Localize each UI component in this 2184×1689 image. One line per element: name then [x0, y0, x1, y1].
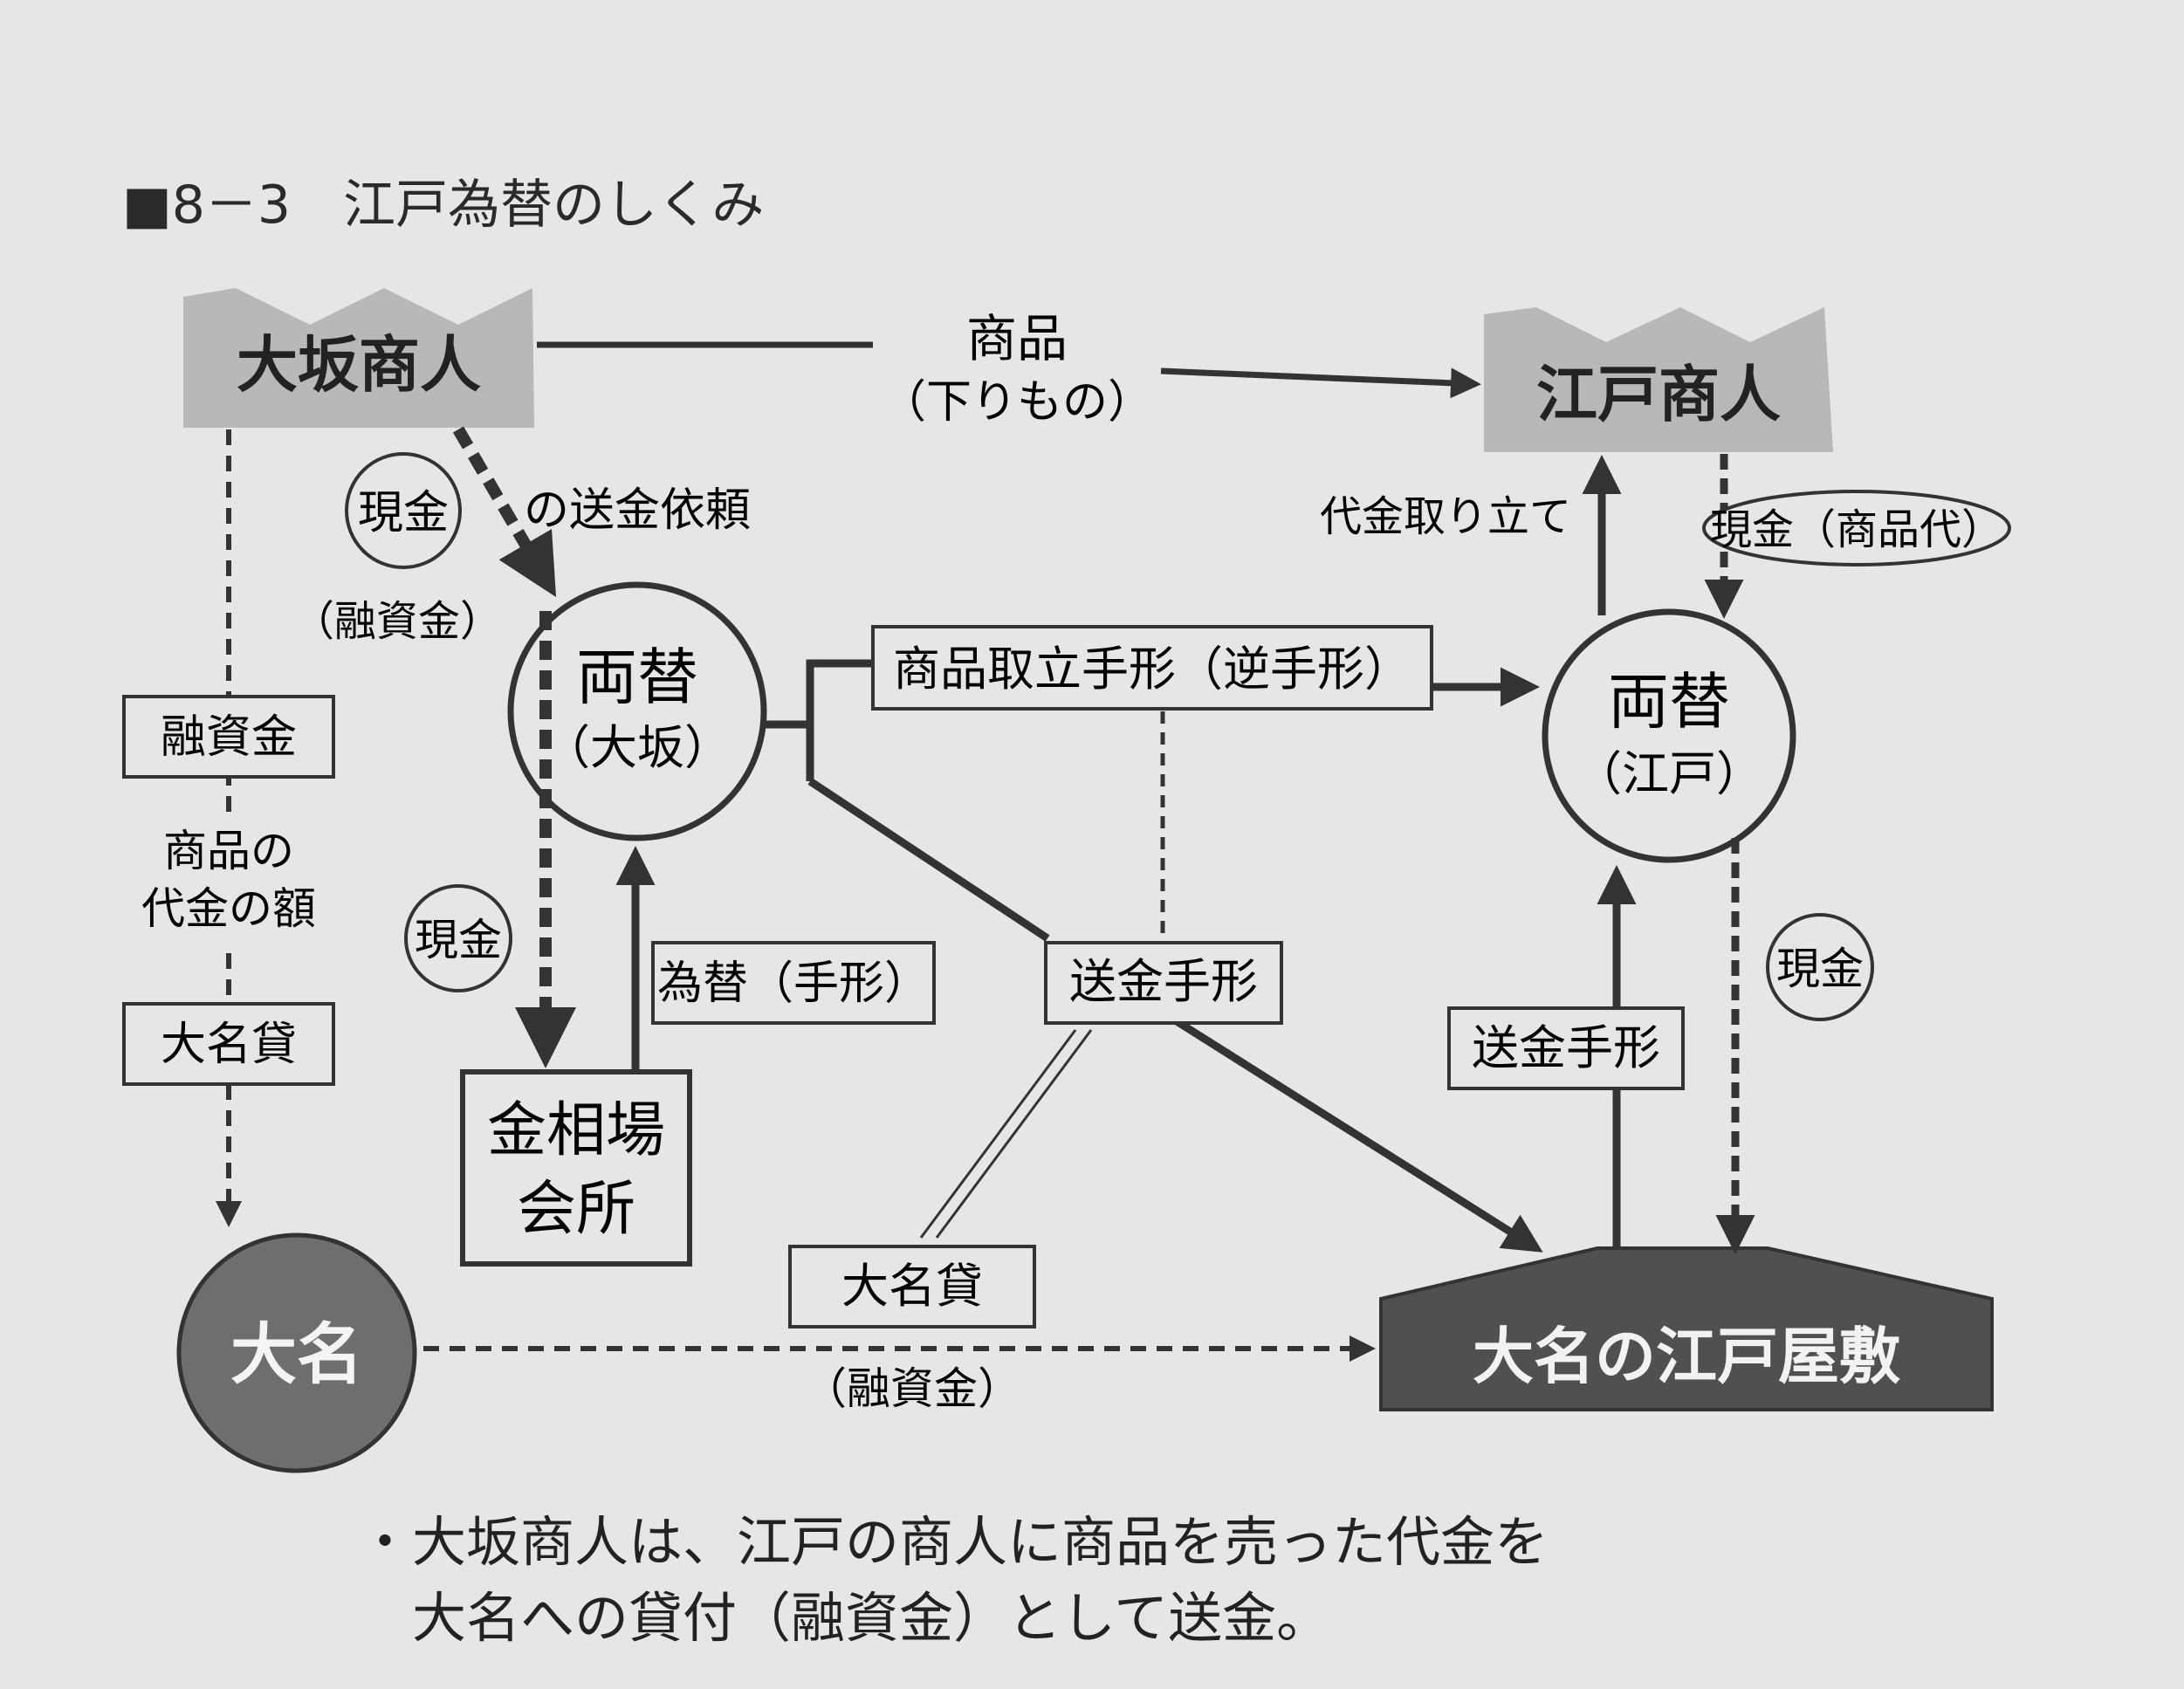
cash-circle-1: 現金 [345, 452, 462, 569]
goods-sub-label: （下りもの） [881, 376, 1153, 429]
cash-goods-price-oval [1702, 490, 2011, 566]
daimyo-node: 大名 [176, 1232, 417, 1473]
edo-merchant-node: 江戸商人 [1484, 307, 1833, 452]
daimyo-loan-box-bottom [788, 1245, 1036, 1329]
double-line-a [919, 1029, 1077, 1239]
kinsoba-line2: 会所 [517, 1175, 635, 1244]
note-line-1: ・大坂商人は、江戸の商人に商品を売った代金を [358, 1510, 1549, 1574]
cash-circle-2: 現金 [404, 884, 512, 992]
cash-goods-price-label: 現金（商品代） [1710, 505, 2003, 554]
exchange-bill-box [651, 941, 936, 1025]
daimyo-loan-box-left [122, 1002, 335, 1086]
loan-box-left [122, 695, 335, 779]
osaka-merchant-label: 大坂商人 [237, 329, 481, 401]
goods-price-label-2: 代金の額 [141, 883, 316, 934]
remit-bill-arrow [1167, 1013, 1543, 1253]
double-line-b [935, 1029, 1093, 1239]
cash-label-3: 現金 [1776, 944, 1864, 994]
ryogae-edo-name: 両替 [1608, 666, 1730, 738]
ryogae-osaka-name: 両替 [576, 642, 698, 713]
osaka-merchant-building-icon [183, 288, 534, 428]
collect-payment-label: 代金取り立て [1320, 492, 1571, 541]
goods-label: 商品 [966, 309, 1068, 368]
edo-merchant-label: 江戸商人 [1536, 359, 1781, 430]
goods-price-mask [122, 820, 335, 943]
ryogae-osaka-node: 両替 （大坂） [507, 581, 767, 841]
remit-request-label: の送金依頼 [524, 484, 751, 537]
loan-box-left-label: 融資金 [161, 711, 297, 764]
cash-circle-3: 現金 [1766, 913, 1874, 1021]
daimyo-loan-box-left-label: 大名貸 [161, 1019, 297, 1071]
remit-bill-diagonal-1 [807, 778, 1050, 942]
diagram-title: ■8－3 江戸為替のしくみ [122, 175, 764, 236]
cash-label-1: 現金 [358, 487, 449, 539]
kinsoba-line1: 金相場 [487, 1096, 665, 1165]
kinsoba-node: 金相場 会所 [460, 1069, 692, 1267]
note-line-2: 大名への貸付（融資金）として送金。 [358, 1586, 1330, 1650]
goods-arrow [1160, 367, 1481, 399]
cash-label-2: 現金 [415, 915, 502, 965]
branch-connector [764, 659, 873, 729]
edo-merchant-building-icon [1484, 307, 1833, 452]
daimyo-label: 大名 [230, 1315, 363, 1393]
exchange-bill-label: 為替（手形） [657, 958, 930, 1010]
remit-bill-right-box [1447, 1006, 1685, 1090]
ryogae-edo-node: 両替 （江戸） [1542, 608, 1796, 863]
edo-yashiki-house-icon [1379, 1246, 1994, 1411]
loan-paren-label-1: （融資金） [292, 597, 502, 646]
daimyo-loan-box-bottom-label: 大名貸 [841, 1259, 983, 1314]
remit-bill-center-label: 送金手形 [1069, 954, 1258, 1009]
loan-paren-label-2: （融資金） [803, 1363, 1021, 1414]
ryogae-edo-place: （江戸） [1575, 746, 1763, 801]
ryogae-osaka-place: （大坂） [543, 720, 731, 775]
osaka-merchant-node: 大坂商人 [183, 288, 534, 428]
remit-request-arrow [452, 426, 557, 598]
collection-bill-label: 商品取立手形（逆手形） [893, 642, 1411, 697]
edo-yashiki-label: 大名の江戸屋敷 [1473, 1321, 1900, 1392]
remit-bill-center-box [1044, 941, 1283, 1025]
collection-bill-box [871, 625, 1433, 711]
goods-price-label-1: 商品の [163, 826, 294, 876]
remit-bill-right-label: 送金手形 [1472, 1020, 1660, 1075]
edo-yashiki-node: 大名の江戸屋敷 [1379, 1246, 1994, 1411]
